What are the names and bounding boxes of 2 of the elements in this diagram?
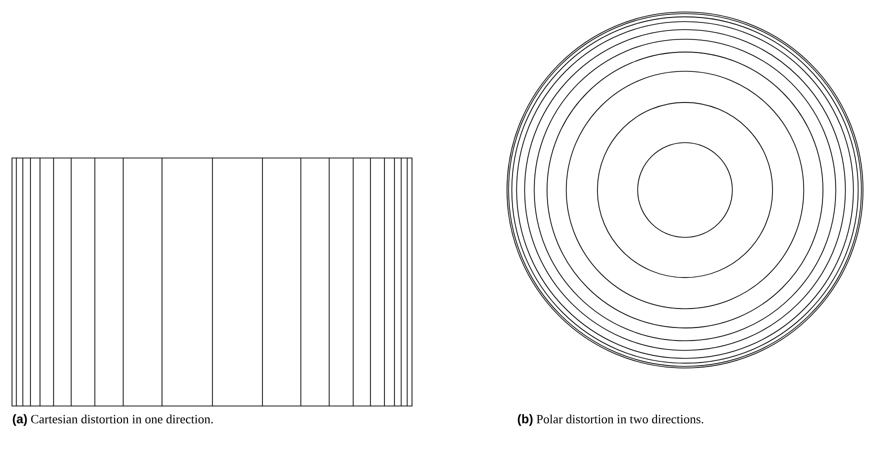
caption: (a) Cartesian distortion in one direction. xyxy=(12,414,213,426)
caption: (b) Polar distortion in two directions. xyxy=(518,414,704,426)
